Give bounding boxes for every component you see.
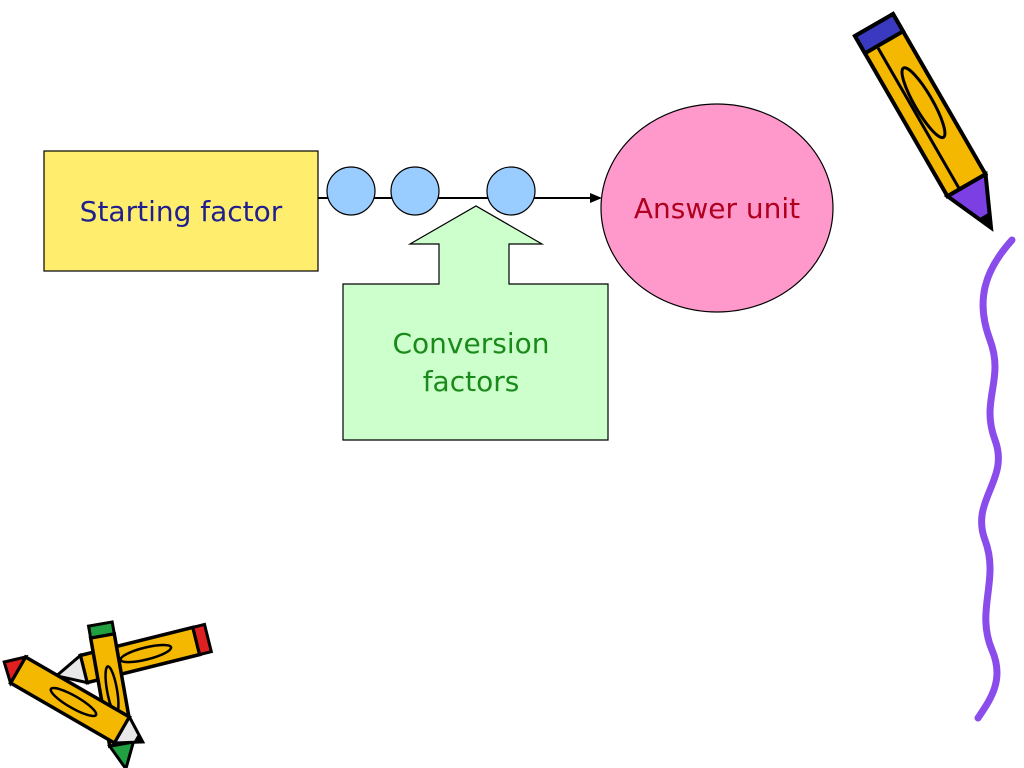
answer-unit-ellipse bbox=[600, 103, 834, 313]
wavy-line bbox=[974, 236, 1016, 722]
crossed-pencils-icon bbox=[2, 620, 214, 768]
chain-circle-3 bbox=[486, 166, 536, 216]
pencil-icon bbox=[852, 11, 994, 232]
chain-circle-2 bbox=[390, 166, 440, 216]
chain-circle-1 bbox=[326, 166, 376, 216]
conversion-factors-callout bbox=[342, 205, 609, 441]
starting-factor-box bbox=[43, 150, 319, 272]
